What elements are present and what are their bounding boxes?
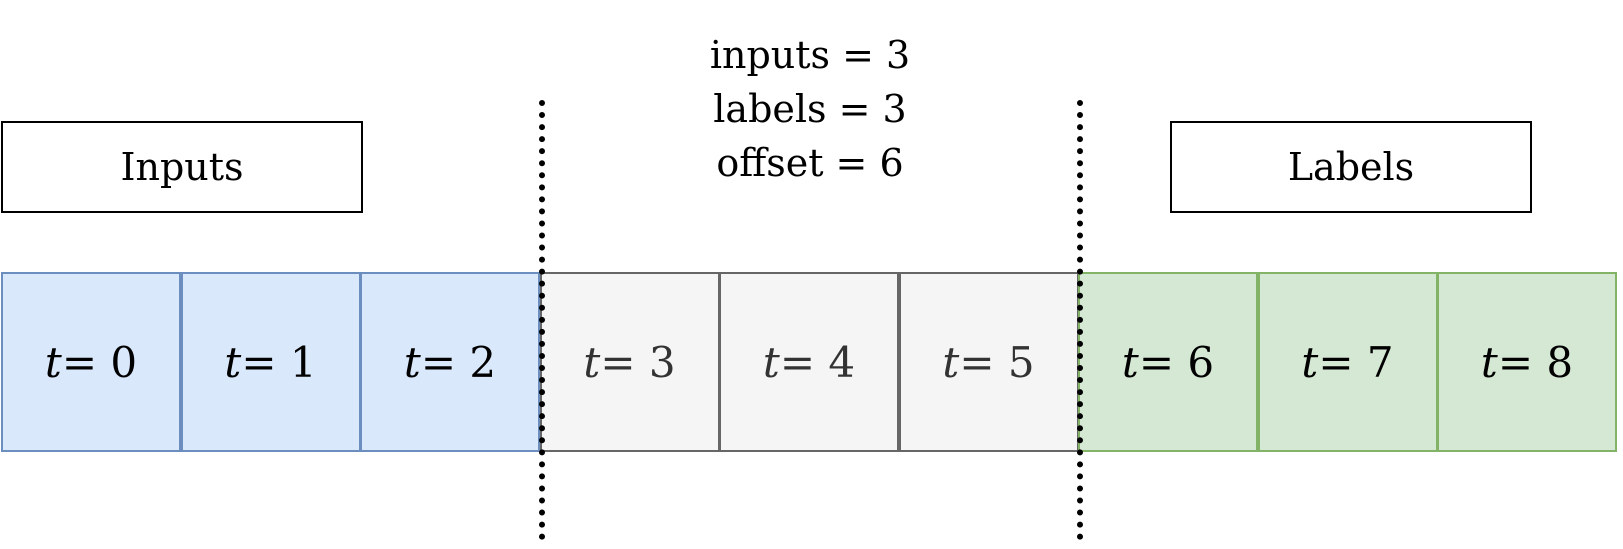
- divider-dotted-right: [1077, 100, 1083, 540]
- timestep-cell: t = 6: [1078, 272, 1258, 452]
- cell-value: = 5: [959, 337, 1035, 387]
- cell-value: = 6: [1138, 337, 1215, 387]
- labels-box: Labels: [1170, 121, 1532, 213]
- timestep-cell: t = 2: [360, 272, 540, 452]
- cell-var: t: [1301, 337, 1319, 387]
- inputs-box-label: Inputs: [120, 145, 244, 189]
- param-labels: labels = 3: [713, 87, 907, 131]
- inputs-box: Inputs: [1, 121, 363, 213]
- param-offset: offset = 6: [716, 141, 904, 185]
- cell-var: t: [762, 337, 780, 387]
- cell-value: = 3: [600, 337, 676, 387]
- cell-value: = 4: [779, 337, 856, 387]
- cell-value: = 0: [61, 337, 138, 387]
- timestep-row: t = 0 t = 1 t = 2 t = 3 t = 4 t = 5 t = …: [1, 272, 1617, 452]
- cell-value: = 7: [1318, 337, 1394, 387]
- cell-var: t: [403, 337, 421, 387]
- timestep-cell: t = 8: [1437, 272, 1617, 452]
- cell-value: = 1: [241, 337, 317, 387]
- cell-var: t: [942, 337, 960, 387]
- cell-value: = 8: [1497, 337, 1574, 387]
- labels-box-label: Labels: [1287, 145, 1415, 189]
- cell-var: t: [44, 337, 62, 387]
- param-inputs: inputs = 3: [709, 33, 911, 77]
- cell-value: = 2: [420, 337, 497, 387]
- cell-var: t: [583, 337, 601, 387]
- timestep-cell: t = 0: [1, 272, 181, 452]
- timestep-cell: t = 1: [180, 272, 361, 452]
- timestep-cell: t = 7: [1257, 272, 1438, 452]
- divider-dotted-left: [539, 100, 545, 540]
- cell-var: t: [1121, 337, 1139, 387]
- cell-var: t: [1480, 337, 1498, 387]
- window-parameters: inputs = 3 labels = 3 offset = 6: [640, 28, 980, 190]
- cell-var: t: [224, 337, 242, 387]
- timestep-cell: t = 3: [539, 272, 720, 452]
- timestep-cell: t = 5: [898, 272, 1079, 452]
- timestep-cell: t = 4: [719, 272, 899, 452]
